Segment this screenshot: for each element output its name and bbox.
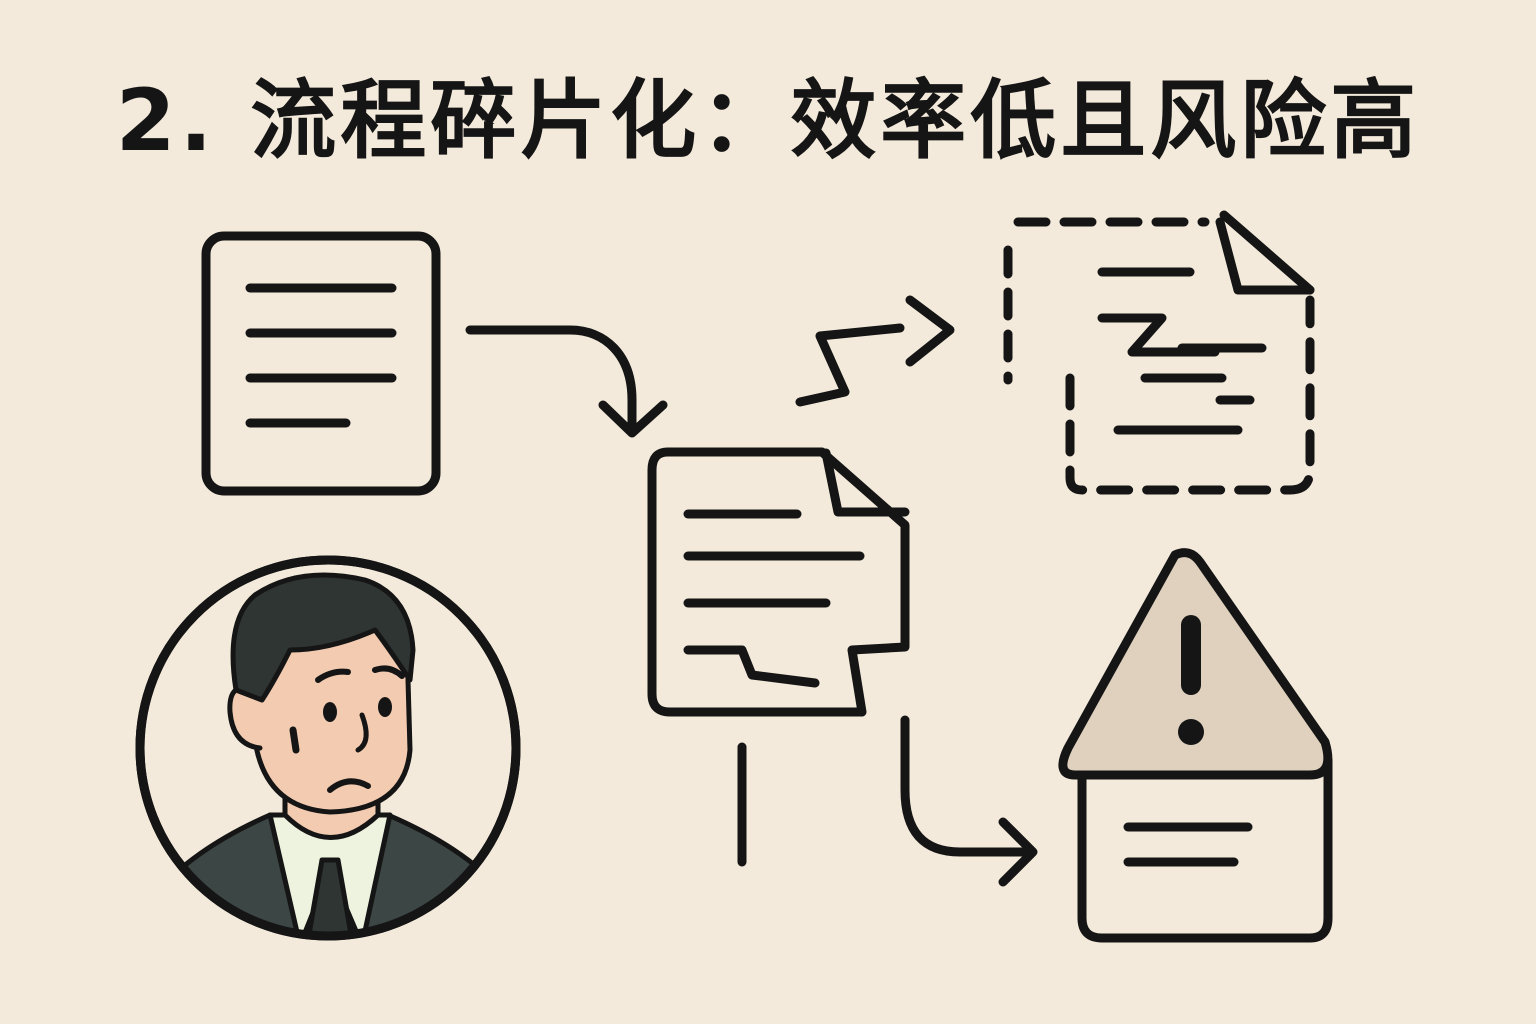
document-icon: [201, 231, 441, 496]
warning-triangle-icon: [1058, 548, 1333, 780]
torn-document-icon: [647, 447, 910, 717]
dashed-document-icon: [1003, 210, 1315, 495]
flow-arrow-icon: [900, 715, 1038, 887]
flow-arrow-icon: [465, 325, 668, 438]
worried-businessman-avatar: [135, 555, 521, 941]
page-title: 2. 流程碎片化：效率低且风险高: [115, 71, 1421, 171]
lightning-arrow-icon: [795, 295, 955, 407]
folder-box-icon: [1077, 755, 1333, 943]
